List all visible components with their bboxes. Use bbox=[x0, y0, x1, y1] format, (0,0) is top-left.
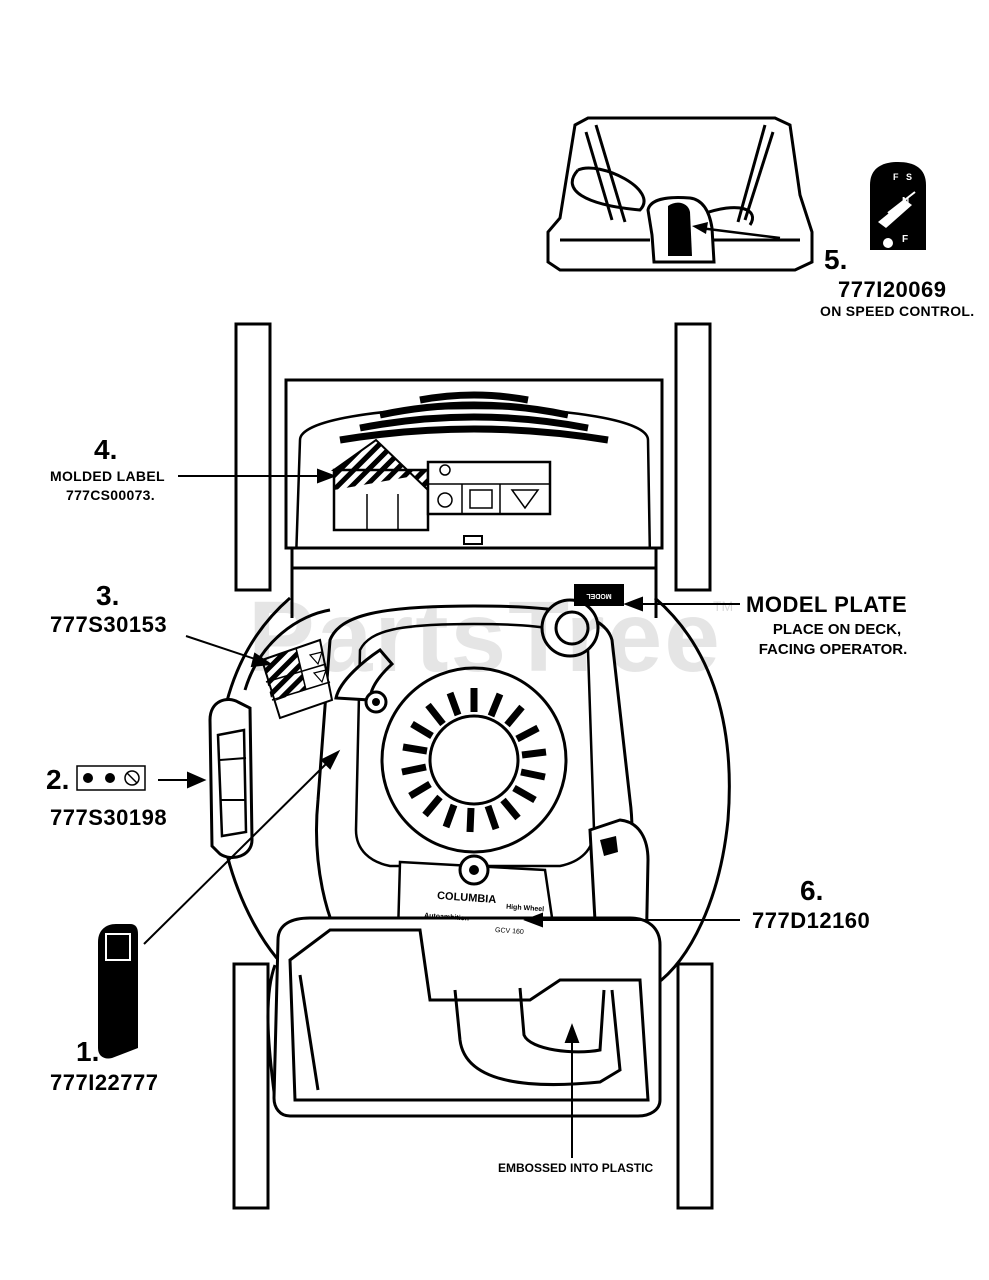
callout-4-number: 4. bbox=[94, 434, 118, 465]
watermark: PartsTree bbox=[248, 581, 722, 693]
callout-5-part: 777I20069 bbox=[838, 277, 947, 302]
callout-6-number: 6. bbox=[800, 875, 824, 906]
callout-5-note: ON SPEED CONTROL. bbox=[820, 303, 975, 319]
front-chute bbox=[272, 916, 662, 1118]
callout-3-part: 777S30153 bbox=[50, 612, 168, 637]
wheel-front-left bbox=[232, 962, 270, 1210]
callout-3-number: 3. bbox=[96, 580, 120, 611]
decal-2 bbox=[76, 765, 146, 791]
speed-letter-f-top: F bbox=[893, 172, 899, 182]
callout-1-part: 777I22777 bbox=[50, 1070, 159, 1095]
handle-assembly bbox=[546, 116, 814, 272]
wheel-front-right bbox=[676, 962, 714, 1210]
decal-3 bbox=[260, 638, 334, 720]
watermark-trademark: TM bbox=[713, 598, 734, 614]
speed-control-decal bbox=[870, 162, 926, 250]
molded-label-decal bbox=[330, 438, 552, 532]
model-plate-line1: PLACE ON DECK, bbox=[772, 621, 902, 638]
callout-4-line1: MOLDED LABEL bbox=[50, 468, 165, 484]
left-handle-grip bbox=[208, 697, 254, 859]
speed-letter-n: N bbox=[902, 196, 910, 207]
model-plate-label: MODEL PLATE bbox=[576, 574, 622, 604]
callout-6-part: 777D12160 bbox=[752, 908, 871, 933]
leader-lines bbox=[143, 468, 740, 1158]
engine bbox=[315, 598, 650, 983]
wheel-rear-left bbox=[234, 322, 272, 592]
speed-control-lever bbox=[646, 196, 781, 264]
speed-letter-f-bottom: F bbox=[902, 234, 909, 245]
callout-5-number: 5. bbox=[824, 244, 848, 275]
speed-letter-s: S bbox=[906, 172, 913, 182]
callout-1-number: 1. bbox=[76, 1036, 100, 1067]
oil-decal bbox=[98, 924, 138, 1059]
embossed-note: EMBOSSED INTO PLASTIC bbox=[498, 1161, 654, 1175]
callout-4-line2: 777CS00073. bbox=[66, 487, 155, 503]
callout-2-part: 777S30198 bbox=[50, 805, 168, 830]
callout-2-number: 2. bbox=[46, 764, 70, 795]
flywheel-fins bbox=[401, 688, 547, 833]
model-plate-line2: FACING OPERATOR. bbox=[758, 641, 908, 658]
wheel-rear-right bbox=[674, 322, 712, 592]
model-plate-title: MODEL PLATE bbox=[746, 592, 908, 617]
